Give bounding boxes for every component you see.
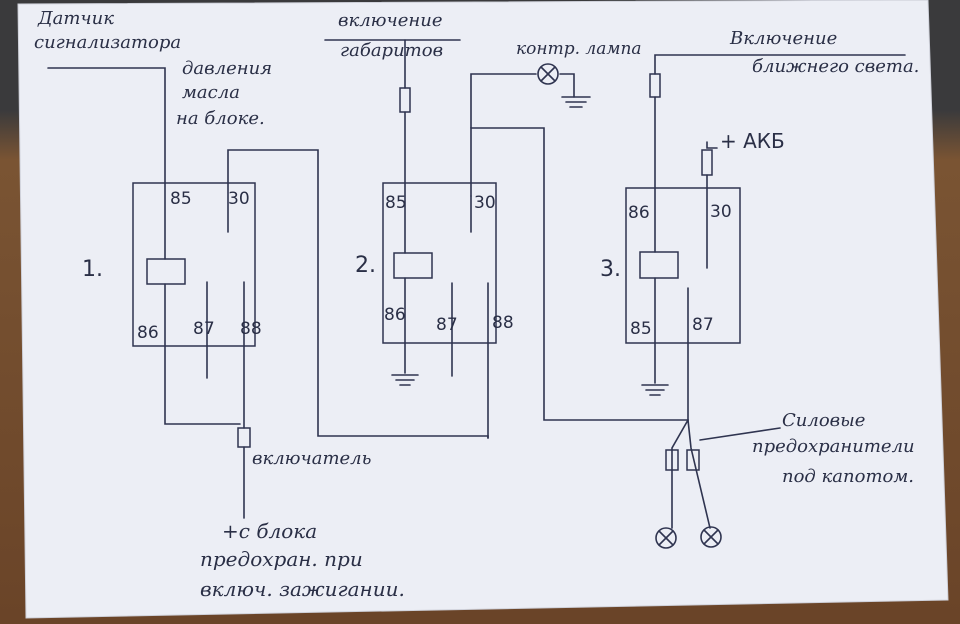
relay-1-pin-87: 87 (193, 319, 215, 339)
relay-2-number: 2. (355, 253, 376, 278)
supply-label-line3: включ. зажигании. (200, 577, 405, 601)
power-fuses-label-line1: Силовые (782, 410, 865, 431)
relay-1-pin-30: 30 (228, 189, 250, 209)
parking-label-line1: включение (338, 10, 442, 31)
lowbeam-label: Включение ближнего света. (729, 28, 919, 77)
relay-3-pin-86: 86 (628, 203, 650, 223)
relay-2-body (382, 182, 497, 344)
relay-1-pin-85: 85 (170, 189, 192, 209)
relay-3-body (625, 187, 741, 344)
headlamp-right-icon (700, 526, 722, 548)
relay-3-coil (639, 251, 679, 279)
sensor-label-line3: давления (182, 58, 272, 79)
headlamp-left-icon (655, 527, 677, 549)
switch-label: включатель (252, 448, 371, 469)
power-fuse-2 (686, 449, 700, 471)
sensor-label-line4: масла (182, 82, 240, 103)
paper-sheet (17, 0, 949, 619)
relay-1-body (132, 182, 256, 347)
sensor-label: Датчик сигнализатора давления масла на б… (34, 8, 272, 129)
power-fuses-label-line2: предохранители (752, 436, 915, 457)
relay-2-pin-85: 85 (385, 193, 407, 213)
relay-2-pin-87: 87 (436, 315, 458, 335)
power-fuses-label-line3: под капотом. (782, 466, 914, 487)
lowbeam-label-line2: ближнего света. (752, 56, 919, 77)
sensor-label-line1: Датчик (37, 8, 114, 29)
control-lamp-icon (537, 63, 559, 85)
supply-label-line1: +с блока (222, 519, 317, 543)
relay-1-pin-88: 88 (240, 319, 262, 339)
wires (47, 39, 906, 529)
ignition-switch (237, 427, 251, 448)
relay-1-coil (146, 258, 186, 285)
ground-icon-relay-3 (641, 384, 669, 396)
relay-1-number: 1. (82, 257, 103, 282)
relay-3-pin-87: 87 (692, 315, 714, 335)
sensor-label-line5: на блоке. (176, 108, 265, 129)
relay-3: 3. 86 30 85 87 (600, 96, 741, 421)
relay-2-pin-30: 30 (474, 193, 496, 213)
relay-3-number: 3. (600, 257, 621, 282)
parking-label: включение габаритов (338, 10, 443, 61)
supply-label: +с блока предохран. при включ. зажигании… (200, 519, 405, 601)
power-fuses-label: Силовые предохранители под капотом. (752, 410, 915, 487)
ground-icon-relay-2 (391, 374, 419, 386)
battery-fuse (701, 149, 713, 176)
battery-label: + АКБ (720, 129, 785, 153)
power-fuse-1 (665, 449, 679, 471)
relay-2: 2. 85 30 86 87 88 (355, 111, 514, 439)
sensor-label-line2: сигнализатора (34, 32, 181, 53)
supply-label-line2: предохран. при (200, 547, 363, 571)
parking-label-line2: габаритов (340, 40, 443, 61)
lowbeam-label-line1: Включение (729, 28, 837, 49)
relay-3-pin-30: 30 (710, 202, 732, 222)
lowbeam-fuse (649, 73, 661, 98)
relay-1-pin-86: 86 (137, 323, 159, 343)
relay-3-pin-85: 85 (630, 319, 652, 339)
parking-fuse (399, 87, 411, 113)
relay-1: 1. 85 30 86 87 88 (82, 182, 262, 429)
relay-2-coil (393, 252, 433, 279)
relay-2-pin-88: 88 (492, 313, 514, 333)
relay-2-pin-86: 86 (384, 305, 406, 325)
control-lamp-label: контр. лампа (516, 39, 642, 59)
ground-icon-lamp (561, 96, 591, 108)
